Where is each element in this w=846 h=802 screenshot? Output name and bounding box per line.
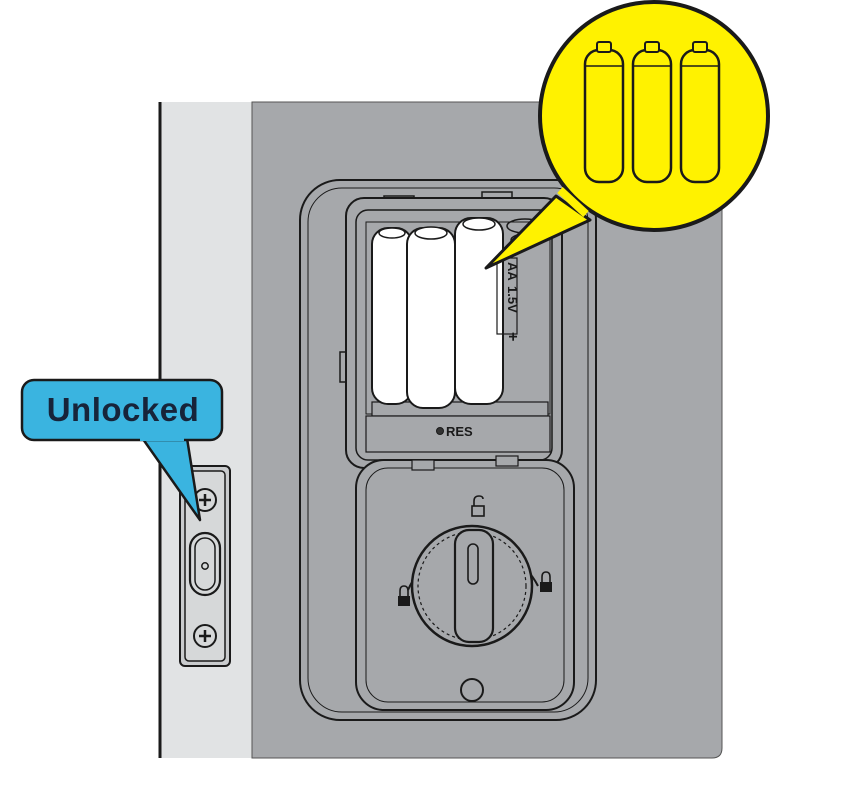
screw-icon [193, 624, 217, 648]
zoom-battery-3 [679, 41, 721, 184]
battery-aa-3 [454, 217, 504, 405]
lock-body: AA 1.5V + RES [299, 179, 597, 721]
unlock-icon [471, 495, 485, 517]
battery-voltage-text: 1.5V [505, 286, 520, 313]
latch-bolt [188, 531, 222, 597]
zoom-battery-2 [631, 41, 673, 184]
screw-icon [193, 488, 217, 512]
zoom-battery-1 [583, 41, 625, 184]
battery-aa-2 [406, 226, 456, 409]
battery-zoom-callout [484, 0, 770, 270]
latch-faceplate [179, 465, 231, 667]
polarity-plus-text: + [504, 332, 521, 341]
lock-icon [398, 585, 410, 606]
bottom-screw-hole [460, 678, 484, 702]
unlocked-callout-bubble [20, 378, 224, 522]
reset-label: RES [446, 424, 473, 439]
thumbturn-knob[interactable] [410, 524, 534, 648]
battery-polarity-label: AA 1.5V + [504, 262, 521, 341]
reset-button[interactable] [436, 427, 444, 435]
battery-type-text: AA [505, 262, 520, 281]
lock-icon [540, 571, 552, 592]
